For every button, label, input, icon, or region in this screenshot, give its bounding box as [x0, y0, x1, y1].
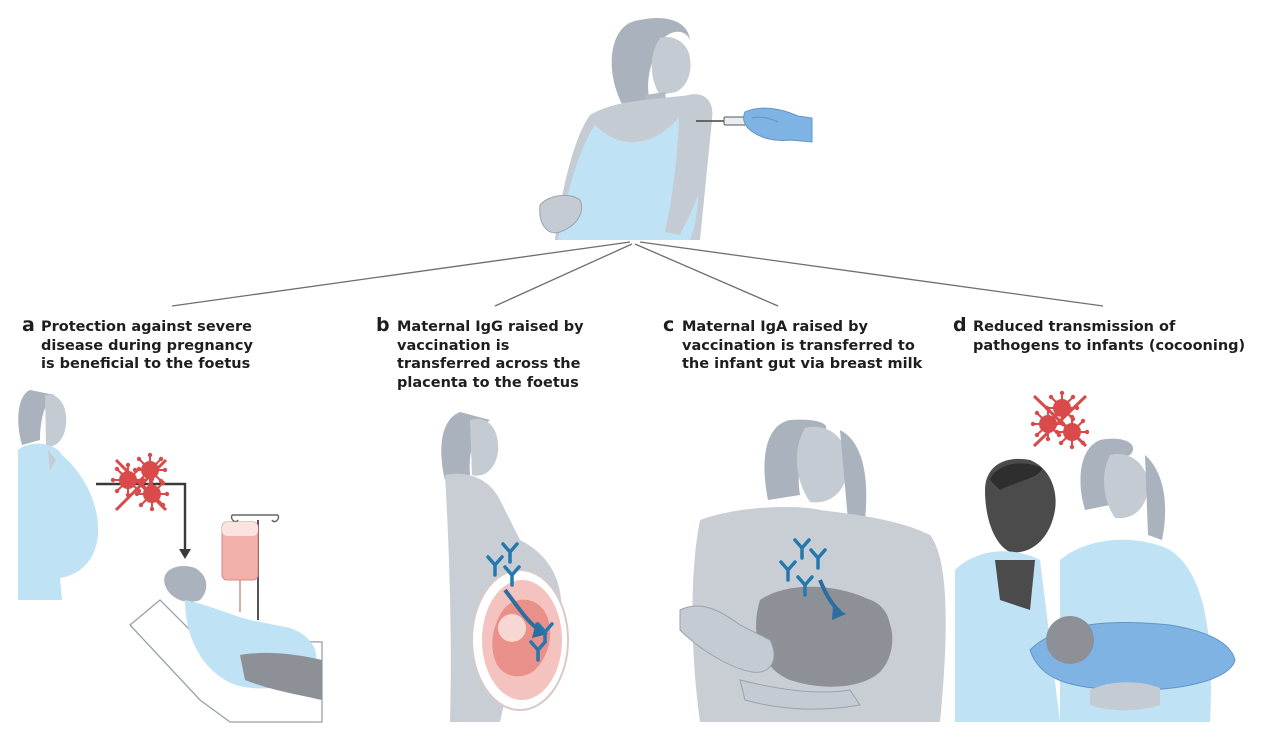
panel-a-label: a Protection against severe disease duri…: [22, 314, 253, 374]
panel-b-line-4: placenta to the foetus: [397, 374, 579, 391]
panel-b-line-2: vaccination is: [397, 337, 510, 354]
panel-a-line-1: Protection against severe: [41, 319, 252, 335]
connector-lines: [171, 241, 1104, 307]
panel-a-line-2: disease during pregnancy: [41, 337, 253, 354]
panel-c-illustration: [679, 419, 946, 722]
panel-b-letter: b: [376, 314, 390, 336]
panel-d-label: d Reduced transmission of pathogens to i…: [953, 314, 1246, 355]
panel-a-letter: a: [22, 314, 35, 336]
panel-a-illustration: [18, 390, 323, 723]
panel-b-label: b Maternal IgG raised by vaccination is …: [376, 314, 584, 392]
central-vaccinated-woman: [539, 18, 813, 240]
panel-c-line-2: vaccination is transferred to: [682, 337, 915, 354]
panel-b-line-1: Maternal IgG raised by: [397, 319, 584, 335]
iv-bag-icon: [221, 514, 280, 620]
panel-b-illustration: [441, 412, 569, 722]
panel-c-line-1: Maternal IgA raised by: [682, 319, 868, 335]
panel-c-letter: c: [663, 314, 675, 336]
panel-d-illustration: [955, 389, 1236, 722]
panel-c-line-3: the infant gut via breast milk: [682, 356, 923, 372]
panel-d-line-1: Reduced transmission of: [973, 319, 1176, 335]
panel-d-line-2: pathogens to infants (cocooning): [973, 337, 1246, 354]
panel-a-line-3: is beneficial to the foetus: [41, 356, 251, 372]
panel-b-line-3: transferred across the: [397, 356, 581, 372]
panel-c-label: c Maternal IgA raised by vaccination is …: [663, 314, 923, 374]
cross-icon: [114, 458, 168, 512]
panel-d-letter: d: [953, 314, 967, 336]
